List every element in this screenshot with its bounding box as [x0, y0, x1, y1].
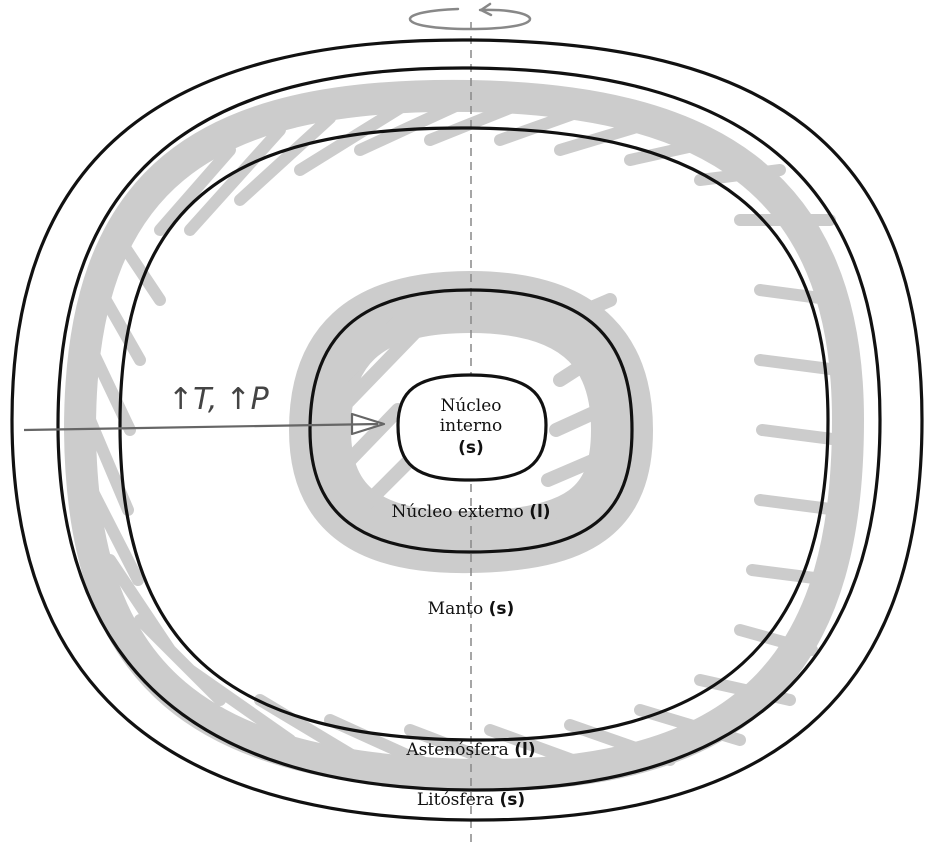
asthenosphere-label: Astenósfera (l) [405, 740, 535, 760]
asthenosphere-state: (l) [514, 740, 535, 760]
outer-core-label: Núcleo externo (l) [391, 502, 550, 522]
mantle-state: (s) [489, 599, 515, 619]
pressure-up-arrow: ↑ [225, 382, 250, 417]
mantle-label: Manto (s) [428, 599, 515, 619]
outer-core-name: Núcleo externo [391, 502, 523, 522]
outer-core-boundary [308, 288, 634, 554]
asthenosphere-scribble [84, 98, 846, 778]
inner-core [396, 373, 548, 482]
outer-core-state: (l) [529, 502, 550, 522]
lithosphere-outer-boundary [10, 38, 924, 822]
inner-core-label-line2: interno [440, 416, 503, 436]
outer-core-scribble [323, 289, 629, 555]
lithosphere-state: (s) [499, 790, 525, 810]
inner-core-state: (s) [458, 438, 484, 458]
temperature-up-arrow: ↑ [168, 382, 193, 417]
lithosphere-label: Litósfera (s) [417, 790, 525, 810]
outer-core-hatch-fill [289, 271, 653, 574]
temperature-symbol: T, [193, 382, 217, 417]
gradient-arrow [23, 412, 386, 436]
gradient-annotation: ↑T,↑P [168, 382, 270, 417]
inner-core-label-line1: Núcleo [440, 396, 501, 416]
pressure-symbol: P [251, 382, 270, 417]
asthenosphere-mantle-boundary [118, 126, 830, 742]
asthenosphere-name: Astenósfera [405, 740, 508, 760]
rotation-arrow-icon [408, 2, 532, 31]
lithosphere-asthenosphere-boundary [56, 66, 882, 792]
outer-core-hatch [289, 271, 653, 574]
mantle-name: Manto [428, 599, 484, 619]
asthenosphere-hatch [64, 79, 864, 792]
lithosphere-name: Litósfera [417, 790, 494, 810]
